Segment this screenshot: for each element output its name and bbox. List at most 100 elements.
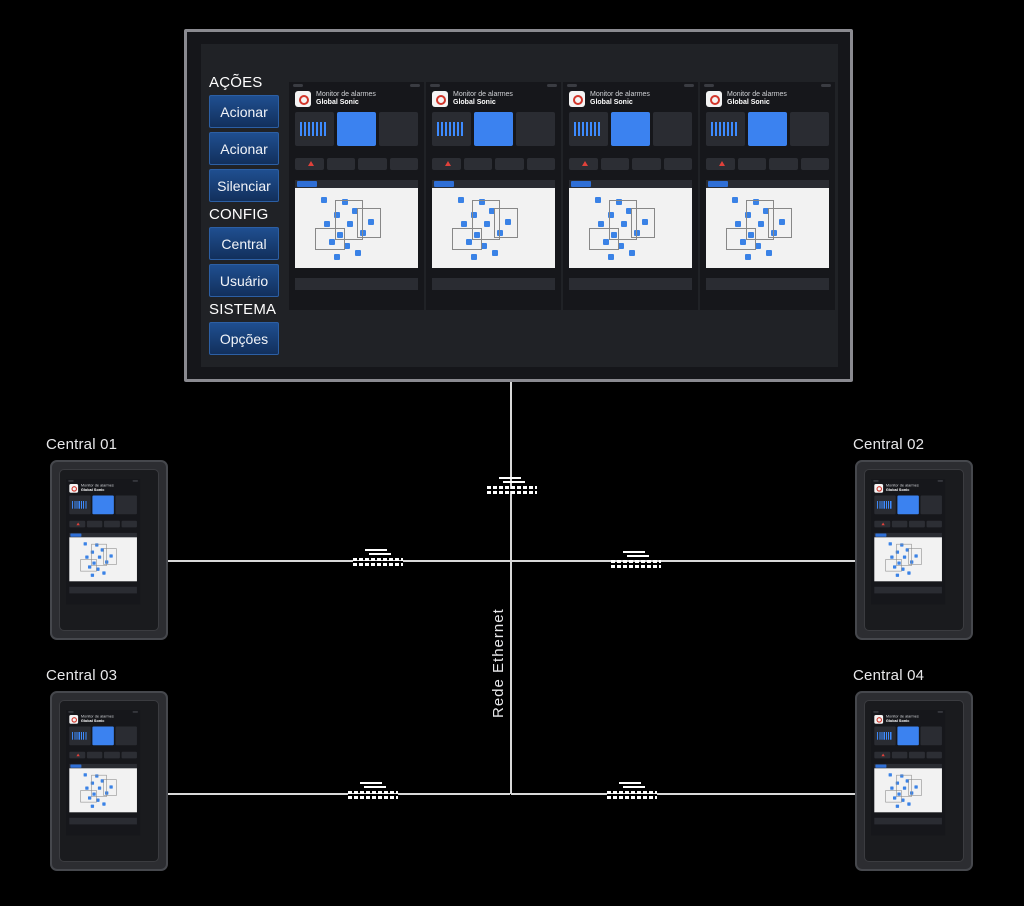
silenciar-button[interactable]: Silenciar: [209, 169, 279, 202]
alarm-device-marker[interactable]: [610, 232, 617, 239]
zones-card[interactable]: [516, 112, 555, 147]
action-button[interactable]: [358, 158, 387, 171]
alarm-device-marker[interactable]: [105, 791, 109, 795]
alarm-device-marker[interactable]: [897, 792, 901, 796]
alarm-device-marker[interactable]: [752, 199, 759, 206]
status-card[interactable]: [897, 726, 919, 746]
alarm-device-marker[interactable]: [92, 792, 96, 796]
alarm-device-marker[interactable]: [734, 221, 741, 228]
bottom-nav[interactable]: [69, 586, 137, 594]
action-button[interactable]: [908, 520, 925, 528]
zones-card[interactable]: [115, 495, 137, 515]
bottom-nav[interactable]: [874, 586, 942, 594]
floor-plan-map[interactable]: [874, 768, 942, 813]
alarm-device-marker[interactable]: [739, 238, 746, 245]
alarm-device-marker[interactable]: [901, 567, 905, 571]
alarm-device-marker[interactable]: [747, 232, 754, 239]
alarm-device-marker[interactable]: [608, 254, 614, 261]
alarm-device-marker[interactable]: [778, 218, 785, 225]
alarm-device-marker[interactable]: [85, 555, 89, 559]
map-tabs[interactable]: [69, 532, 137, 538]
acionar-button-2[interactable]: Acionar: [209, 132, 279, 165]
status-card[interactable]: [337, 112, 376, 147]
alarm-action-button[interactable]: [706, 158, 735, 171]
alarm-device-marker[interactable]: [341, 199, 348, 206]
signal-card[interactable]: [432, 112, 471, 147]
status-card[interactable]: [474, 112, 513, 147]
zones-card[interactable]: [379, 112, 418, 147]
alarm-device-marker[interactable]: [109, 785, 113, 789]
alarm-device-marker[interactable]: [890, 786, 894, 790]
action-button[interactable]: [891, 520, 908, 528]
central-button[interactable]: Central: [209, 227, 279, 260]
alarm-device-marker[interactable]: [90, 550, 95, 554]
alarm-device-marker[interactable]: [473, 232, 480, 239]
alarm-device-marker[interactable]: [489, 207, 496, 214]
action-button[interactable]: [121, 520, 137, 528]
alarm-device-marker[interactable]: [352, 207, 359, 214]
alarm-device-marker[interactable]: [96, 798, 100, 802]
alarm-device-marker[interactable]: [890, 555, 894, 559]
bottom-nav[interactable]: [69, 817, 137, 825]
alarm-device-marker[interactable]: [471, 254, 477, 261]
alarm-device-marker[interactable]: [628, 249, 635, 256]
action-button[interactable]: [769, 158, 798, 171]
acionar-button[interactable]: Acionar: [209, 95, 279, 128]
alarm-device-marker[interactable]: [344, 243, 351, 250]
alarm-device-marker[interactable]: [763, 207, 770, 214]
alarm-device-marker[interactable]: [608, 212, 614, 219]
alarm-device-marker[interactable]: [888, 542, 892, 546]
alarm-device-marker[interactable]: [504, 218, 511, 225]
floor-plan-map[interactable]: [295, 188, 418, 269]
alarm-action-button[interactable]: [295, 158, 324, 171]
action-button[interactable]: [495, 158, 524, 171]
status-card[interactable]: [611, 112, 650, 147]
alarm-device-marker[interactable]: [367, 218, 374, 225]
map-tabs[interactable]: [569, 180, 692, 189]
alarm-device-marker[interactable]: [892, 565, 897, 569]
alarm-device-marker[interactable]: [102, 571, 106, 575]
alarm-device-marker[interactable]: [897, 561, 901, 565]
action-button[interactable]: [326, 158, 355, 171]
alarm-device-marker[interactable]: [90, 573, 95, 577]
action-button[interactable]: [632, 158, 661, 171]
alarm-device-marker[interactable]: [460, 221, 467, 228]
status-card[interactable]: [92, 495, 114, 515]
status-card[interactable]: [748, 112, 787, 147]
action-button[interactable]: [389, 158, 418, 171]
action-button[interactable]: [463, 158, 492, 171]
action-button[interactable]: [600, 158, 629, 171]
alarm-device-marker[interactable]: [905, 779, 910, 783]
alarm-device-marker[interactable]: [109, 554, 113, 558]
alarm-device-marker[interactable]: [481, 243, 488, 250]
alarm-device-marker[interactable]: [465, 238, 472, 245]
alarm-device-marker[interactable]: [87, 796, 92, 800]
action-button[interactable]: [908, 751, 925, 759]
zones-card[interactable]: [920, 726, 942, 746]
floor-plan-map[interactable]: [874, 537, 942, 582]
alarm-device-marker[interactable]: [334, 254, 340, 261]
alarm-device-marker[interactable]: [102, 802, 106, 806]
bottom-nav[interactable]: [432, 278, 555, 291]
signal-card[interactable]: [295, 112, 334, 147]
action-button[interactable]: [663, 158, 692, 171]
floor-plan-map[interactable]: [706, 188, 829, 269]
alarm-device-marker[interactable]: [83, 773, 87, 777]
alarm-device-marker[interactable]: [491, 249, 498, 256]
alarm-device-marker[interactable]: [745, 212, 751, 219]
alarm-device-marker[interactable]: [100, 779, 105, 783]
alarm-action-button[interactable]: [432, 158, 461, 171]
alarm-device-marker[interactable]: [907, 802, 911, 806]
alarm-device-marker[interactable]: [902, 786, 907, 790]
map-tabs[interactable]: [69, 763, 137, 769]
alarm-device-marker[interactable]: [758, 221, 764, 228]
alarm-device-marker[interactable]: [323, 221, 330, 228]
bottom-nav[interactable]: [569, 278, 692, 291]
alarm-device-marker[interactable]: [360, 229, 366, 236]
action-button[interactable]: [926, 751, 942, 759]
alarm-device-marker[interactable]: [892, 796, 897, 800]
status-card[interactable]: [92, 726, 114, 746]
signal-card[interactable]: [706, 112, 745, 147]
